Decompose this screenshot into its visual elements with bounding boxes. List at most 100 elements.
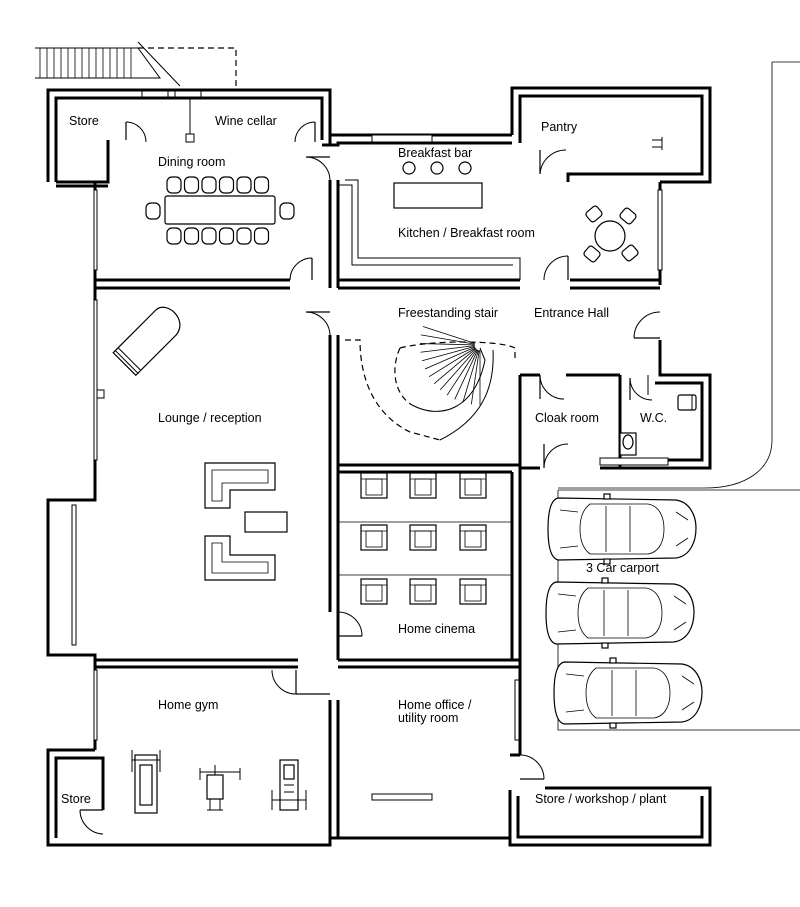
grand-piano-icon <box>112 306 181 377</box>
label-wc: W.C. <box>640 411 667 425</box>
internal-walls <box>56 140 660 838</box>
window-icon <box>657 189 663 271</box>
armchair-icon <box>459 524 487 551</box>
label-entrance-hall: Entrance Hall <box>534 306 609 320</box>
window-icon <box>93 299 98 461</box>
breakfast-bar <box>393 161 483 209</box>
coffee-table <box>244 511 288 533</box>
armchair-icon <box>459 578 487 605</box>
label-breakfast-bar: Breakfast bar <box>398 146 472 160</box>
wc-fixtures <box>619 394 697 456</box>
label-home-office-2: utility room <box>398 711 458 725</box>
label-store-bottom: Store <box>61 792 91 806</box>
window-icon <box>514 679 520 741</box>
chair-icon <box>166 227 182 245</box>
label-dining-room: Dining room <box>158 155 225 169</box>
chair-icon <box>253 176 270 194</box>
sofa-icon <box>204 462 276 509</box>
armchair-icon <box>360 472 388 499</box>
label-kitchen: Kitchen / Breakfast room <box>398 226 535 240</box>
chair-icon <box>201 176 217 194</box>
spiral-stair-icon <box>345 326 516 441</box>
window-icon <box>93 189 98 271</box>
label-home-cinema: Home cinema <box>398 622 475 636</box>
door-swing-icon[interactable] <box>305 311 331 336</box>
door-swing-icon[interactable] <box>305 156 331 181</box>
armchair-icon <box>409 524 437 551</box>
door-swing-icon[interactable] <box>79 809 104 835</box>
external-stair <box>35 41 237 87</box>
label-carport: 3 Car carport <box>586 561 659 575</box>
label-home-gym: Home gym <box>158 698 218 712</box>
window-icon <box>174 90 202 98</box>
chair-icon <box>236 176 252 194</box>
carport <box>557 61 800 731</box>
chair-icon <box>218 227 235 245</box>
label-freestanding-stair: Freestanding stair <box>398 306 498 320</box>
armchair-icon <box>409 578 437 605</box>
sofa-icon <box>204 535 276 581</box>
label-lounge: Lounge / reception <box>158 411 262 425</box>
door-swing-icon[interactable] <box>271 669 330 695</box>
door-swing-icon[interactable] <box>294 121 316 143</box>
door-swing-icon[interactable] <box>543 443 569 469</box>
door-swing-icon[interactable] <box>543 255 569 281</box>
car-icon <box>553 657 703 729</box>
window-icon <box>93 669 98 741</box>
label-cloak-room: Cloak room <box>535 411 599 425</box>
cinema-seating <box>338 472 512 605</box>
window-icon <box>141 90 169 98</box>
chair-icon <box>145 202 161 220</box>
label-home-office-1: Home office / <box>398 698 472 712</box>
chair-icon <box>183 227 200 245</box>
chair-icon <box>166 176 182 194</box>
breakfast-table <box>583 205 639 263</box>
chair-icon <box>583 245 601 263</box>
treadmill-icon <box>131 750 161 814</box>
car-icon <box>547 493 697 565</box>
weight-machine-icon <box>199 765 241 811</box>
chair-icon <box>279 202 295 220</box>
door-swing-icon[interactable] <box>337 611 363 637</box>
window-icon <box>71 504 77 646</box>
chair-icon <box>430 161 444 175</box>
chair-icon <box>402 161 416 175</box>
dining-set <box>145 176 295 245</box>
armchair-icon <box>459 472 487 499</box>
label-store-workshop: Store / workshop / plant <box>535 792 667 806</box>
label-store-top: Store <box>69 114 99 128</box>
door-swing-icon[interactable] <box>633 311 661 339</box>
chair-icon <box>183 176 200 194</box>
chair-icon <box>619 207 637 225</box>
window-icon <box>599 457 669 466</box>
chair-icon <box>236 227 252 245</box>
label-pantry: Pantry <box>541 120 578 134</box>
chair-icon <box>253 227 270 245</box>
lounge-furniture <box>204 462 288 581</box>
armchair-icon <box>360 578 388 605</box>
car-icon <box>545 577 695 649</box>
basin-icon <box>677 394 697 411</box>
doors <box>79 121 661 835</box>
window-icon <box>371 793 433 801</box>
chair-icon <box>458 161 472 175</box>
armchair-icon <box>360 524 388 551</box>
dining-table <box>164 195 276 225</box>
door-swing-icon[interactable] <box>107 121 147 158</box>
door-swing-icon[interactable] <box>629 377 653 401</box>
room-labels: Store Wine cellar Dining room Breakfast … <box>61 114 667 806</box>
armchair-icon <box>409 472 437 499</box>
windows <box>71 90 669 801</box>
bar-counter <box>393 182 483 209</box>
chair-icon <box>621 244 639 262</box>
door-swing-icon[interactable] <box>539 374 565 400</box>
label-wine-cellar: Wine cellar <box>215 114 277 128</box>
chair-icon <box>218 176 235 194</box>
door-swing-icon[interactable] <box>289 257 313 281</box>
weight-machine-icon <box>271 759 307 811</box>
door-swing-icon[interactable] <box>539 149 567 175</box>
chair-icon <box>201 227 217 245</box>
window-icon <box>371 134 433 143</box>
door-swing-icon[interactable] <box>519 754 545 780</box>
